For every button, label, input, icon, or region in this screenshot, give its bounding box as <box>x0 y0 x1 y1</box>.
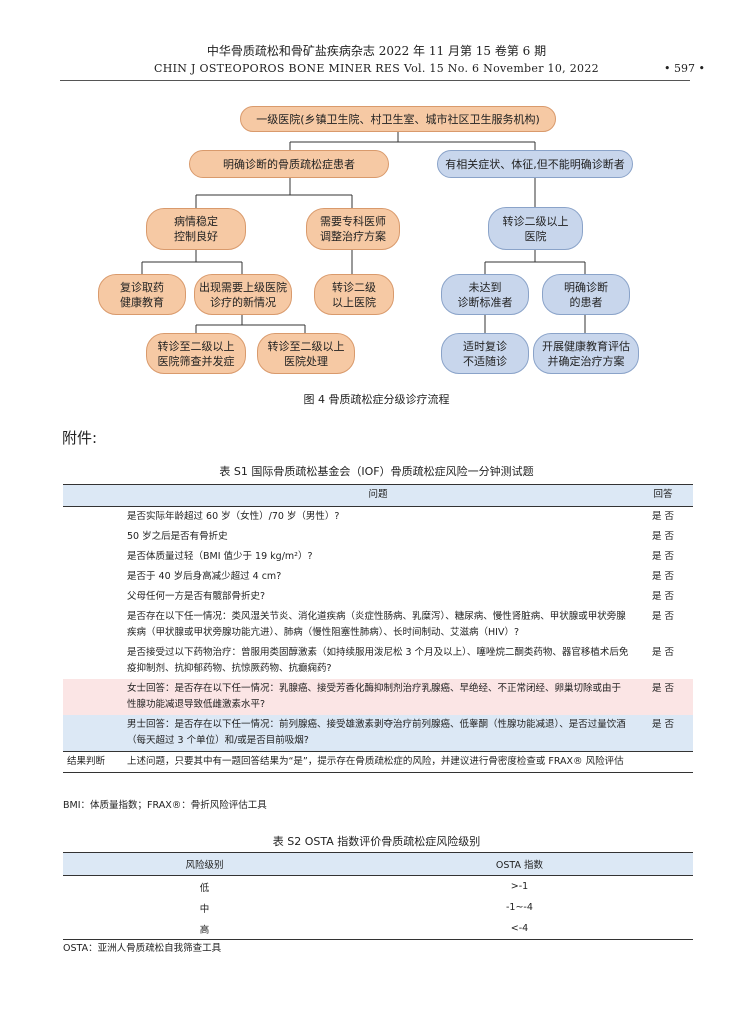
node-specialist: 需要专科医师 调整治疗方案 <box>306 208 400 250</box>
question-cell: 女士回答：是否存在以下任一情况：乳腺癌、接受芳香化酶抑制剂治疗乳腺癌、早绝经、不… <box>123 679 633 715</box>
header-rule <box>60 80 690 81</box>
question-cell: 50 岁之后是否有骨折史 <box>127 531 228 542</box>
answer-cell: 是 否 <box>633 715 693 752</box>
table-row: 是否实际年龄超过 60 岁（女性）/70 岁（男性）? 是 否 <box>63 507 693 528</box>
table-row-male: 男士回答：是否存在以下任一情况：前列腺癌、接受雄激素剥夺治疗前列腺癌、低睾酮（性… <box>63 715 693 752</box>
node-right-refer: 转诊二级以上 医院 <box>488 207 583 250</box>
result-text: 上述问题，只要其中有一题回答结果为“是”，提示存在骨质疏松症的风险，并建议进行骨… <box>123 751 693 773</box>
level-cell: 高 <box>63 918 346 940</box>
table-row: 50 岁之后是否有骨折史 是 否 <box>63 527 693 547</box>
table-row: 低 >-1 <box>63 876 693 898</box>
node-refer-second: 转诊二级 以上医院 <box>314 274 394 315</box>
answer-cell: 是 否 <box>651 531 675 542</box>
level-cell: 中 <box>199 903 210 915</box>
table-s2-caption: 表 S2 OSTA 指数评价骨质疏松症风险级别 <box>272 835 481 848</box>
flowchart-connectors <box>141 131 586 333</box>
answer-cell: 是 否 <box>651 551 675 562</box>
table-s2-header-index: OSTA 指数 <box>345 852 693 876</box>
table-row-female: 女士回答：是否存在以下任一情况：乳腺癌、接受芳香化酶抑制剂治疗乳腺癌、早绝经、不… <box>63 679 693 715</box>
node-followup: 复诊取药 健康教育 <box>98 274 186 315</box>
table-s2: 风险级别 OSTA 指数 低 >-1 中 -1~-4 高<-4 <box>63 852 693 940</box>
node-stable: 病情稳定 控制良好 <box>146 208 246 250</box>
question-cell: 父母任何一方是否有髋部骨折史? <box>127 591 266 602</box>
node-refer-screen: 转诊至二级以上 医院筛查并发症 <box>146 333 246 374</box>
question-cell: 是否体质量过轻（BMI 值少于 19 kg/m²）? <box>127 551 313 562</box>
table-row: 是否接受过以下药物治疗：曾服用类固醇激素（如持续服用泼尼松 3 个月及以上）、噻… <box>63 643 693 679</box>
table-s2-note: OSTA：亚洲人骨质疏松自我筛查工具 <box>63 943 222 954</box>
node-unconfirmed-patients: 有相关症状、体征,但不能明确诊断者 <box>437 150 633 178</box>
answer-cell: 是 否 <box>651 511 675 522</box>
journal-title-en: CHIN J OSTEOPOROS BONE MINER RES Vol. 15… <box>154 62 599 75</box>
table-s1-caption: 表 S1 国际骨质疏松基金会（IOF）骨质疏松症风险一分钟测试题 <box>219 465 534 478</box>
result-label: 结果判断 <box>63 751 123 773</box>
node-primary-hospital: 一级医院(乡镇卫生院、村卫生室、城市社区卫生服务机构) <box>240 106 556 132</box>
appendix-label: 附件: <box>62 429 98 447</box>
table-s1-header-answer: 回答 <box>633 484 693 507</box>
table-row-result: 结果判断 上述问题，只要其中有一题回答结果为“是”，提示存在骨质疏松症的风险，并… <box>63 751 693 773</box>
table-row: 高<-4 <box>63 918 693 940</box>
table-s1-note: BMI：体质量指数；FRAX®：骨折风险评估工具 <box>63 800 267 811</box>
journal-title-cn: 中华骨质疏松和骨矿盐疾病杂志 2022 年 11 月第 15 卷第 6 期 <box>206 44 547 58</box>
question-cell: 是否接受过以下药物治疗：曾服用类固醇激素（如持续服用泼尼松 3 个月及以上）、噻… <box>127 647 629 674</box>
table-s1: 问题 回答 是否实际年龄超过 60 岁（女性）/70 岁（男性）? 是 否 50 … <box>63 484 693 773</box>
question-cell: 男士回答：是否存在以下任一情况：前列腺癌、接受雄激素剥夺治疗前列腺癌、低睾酮（性… <box>123 715 633 752</box>
node-refer-treat: 转诊至二级以上 医院处理 <box>257 333 355 374</box>
table-s1-header-question: 问题 <box>123 484 633 507</box>
node-education: 开展健康教育评估 并确定治疗方案 <box>533 333 639 374</box>
index-cell: -1~-4 <box>506 902 533 913</box>
page-number: • 597 • <box>664 62 705 75</box>
level-cell: 低 <box>199 882 210 894</box>
question-cell: 是否实际年龄超过 60 岁（女性）/70 岁（男性）? <box>127 511 340 522</box>
table-row: 是否体质量过轻（BMI 值少于 19 kg/m²）? 是 否 <box>63 547 693 567</box>
node-return-followup: 适时复诊 不适随诊 <box>441 333 529 374</box>
answer-cell: 是 否 <box>651 611 675 622</box>
answer-cell: 是 否 <box>633 679 693 715</box>
node-confirmed-patients: 明确诊断的骨质疏松症患者 <box>189 150 389 178</box>
index-cell: >-1 <box>510 881 529 892</box>
table-s1-blank-header <box>63 484 123 507</box>
table-row: 中 -1~-4 <box>63 897 693 918</box>
question-cell: 是否于 40 岁后身高减少超过 4 cm? <box>127 571 282 582</box>
node-new-situation: 出现需要上级医院 诊疗的新情况 <box>194 274 292 315</box>
answer-cell: 是 否 <box>651 571 675 582</box>
table-s2-header-level: 风险级别 <box>63 852 346 876</box>
question-cell: 是否存在以下任一情况：类风湿关节炎、消化道疾病（炎症性肠病、乳糜泻）、糖尿病、慢… <box>127 611 626 638</box>
node-confirmed: 明确诊断 的患者 <box>542 274 630 315</box>
table-row: 是否存在以下任一情况：类风湿关节炎、消化道疾病（炎症性肠病、乳糜泻）、糖尿病、慢… <box>63 607 693 643</box>
figure-caption: 图 4 骨质疏松症分级诊疗流程 <box>303 393 450 406</box>
answer-cell: 是 否 <box>651 647 675 658</box>
answer-cell: 是 否 <box>651 591 675 602</box>
table-row: 是否于 40 岁后身高减少超过 4 cm? 是 否 <box>63 567 693 587</box>
index-cell: <-4 <box>345 918 693 940</box>
node-not-met: 未达到 诊断标准者 <box>441 274 529 315</box>
table-row: 父母任何一方是否有髋部骨折史? 是 否 <box>63 587 693 607</box>
